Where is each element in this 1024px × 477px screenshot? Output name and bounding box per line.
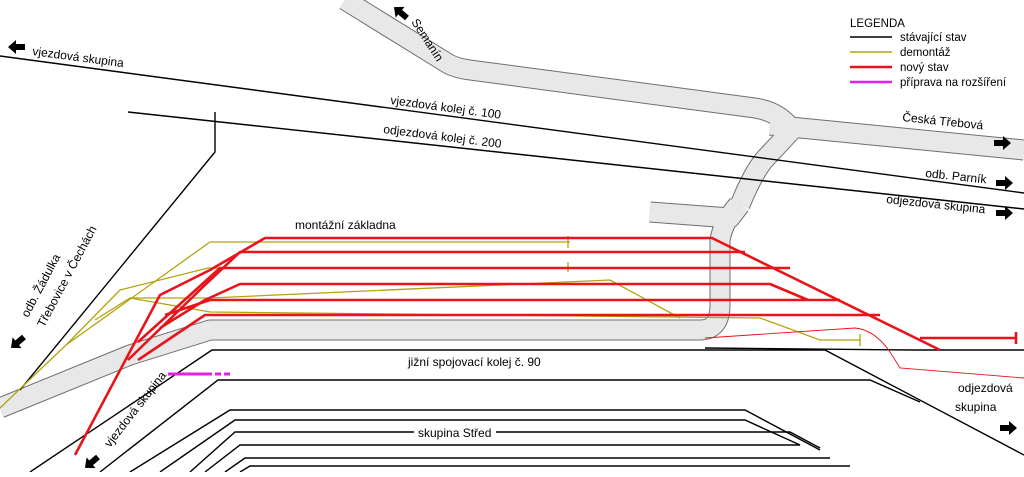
track-stred-5 — [204, 444, 800, 473]
track-jizni-90 — [29, 349, 1024, 473]
label-vjezdova-kolej-100: vjezdová kolej č. 100 — [390, 93, 503, 122]
label-montazni-zakladna: montážní základna — [295, 218, 396, 232]
legend: LEGENDA stávající stav demontáž nový sta… — [850, 18, 1007, 89]
legend-label-new: nový stav — [900, 62, 949, 74]
legend-label-existing: stávající stav — [900, 32, 967, 44]
arrow-icon — [8, 40, 25, 54]
label-jizni-spojovaci-kolej: jižní spojovací kolej č. 90 — [407, 355, 541, 369]
new-tracks-thin — [704, 327, 1024, 379]
label-bg — [414, 424, 496, 440]
new-tracks — [73, 236, 1018, 456]
label-odb-parnik: odb. Parník — [925, 166, 988, 186]
track-odjezdova-200 — [127, 111, 1024, 210]
track-zadulka — [19, 112, 216, 391]
label-odjezdova-skupina-right: odjezdová skupina — [886, 192, 987, 216]
label-skupina-stred: skupina Střed — [418, 426, 491, 440]
label-odjezdova-skupina-lower-2: skupina — [955, 400, 997, 414]
label-vjezdova-skupina-bottom: vjezdová skupina — [101, 368, 169, 449]
track-vjezdova-100 — [0, 55, 1024, 194]
track-stred-4 — [189, 431, 821, 473]
track-stred-6 — [224, 457, 830, 473]
track-stred-1 — [99, 379, 921, 473]
track-stred-2 — [129, 409, 821, 473]
road-network — [0, 0, 1024, 418]
arrow-icon — [1000, 421, 1017, 435]
arrow-icon — [996, 176, 1013, 190]
label-odjezdova-skupina-lower-1: odjezdová — [958, 381, 1013, 395]
legend-label-extension: příprava na rozšíření — [900, 77, 1007, 89]
existing-tracks — [0, 55, 1024, 473]
arrow-icon — [80, 451, 103, 474]
legend-label-demolition: demontáž — [900, 47, 951, 59]
track-south-upper — [704, 347, 1024, 351]
arrow-icon — [6, 331, 29, 354]
track-stred-7 — [239, 465, 850, 473]
legend-title: LEGENDA — [850, 18, 905, 30]
